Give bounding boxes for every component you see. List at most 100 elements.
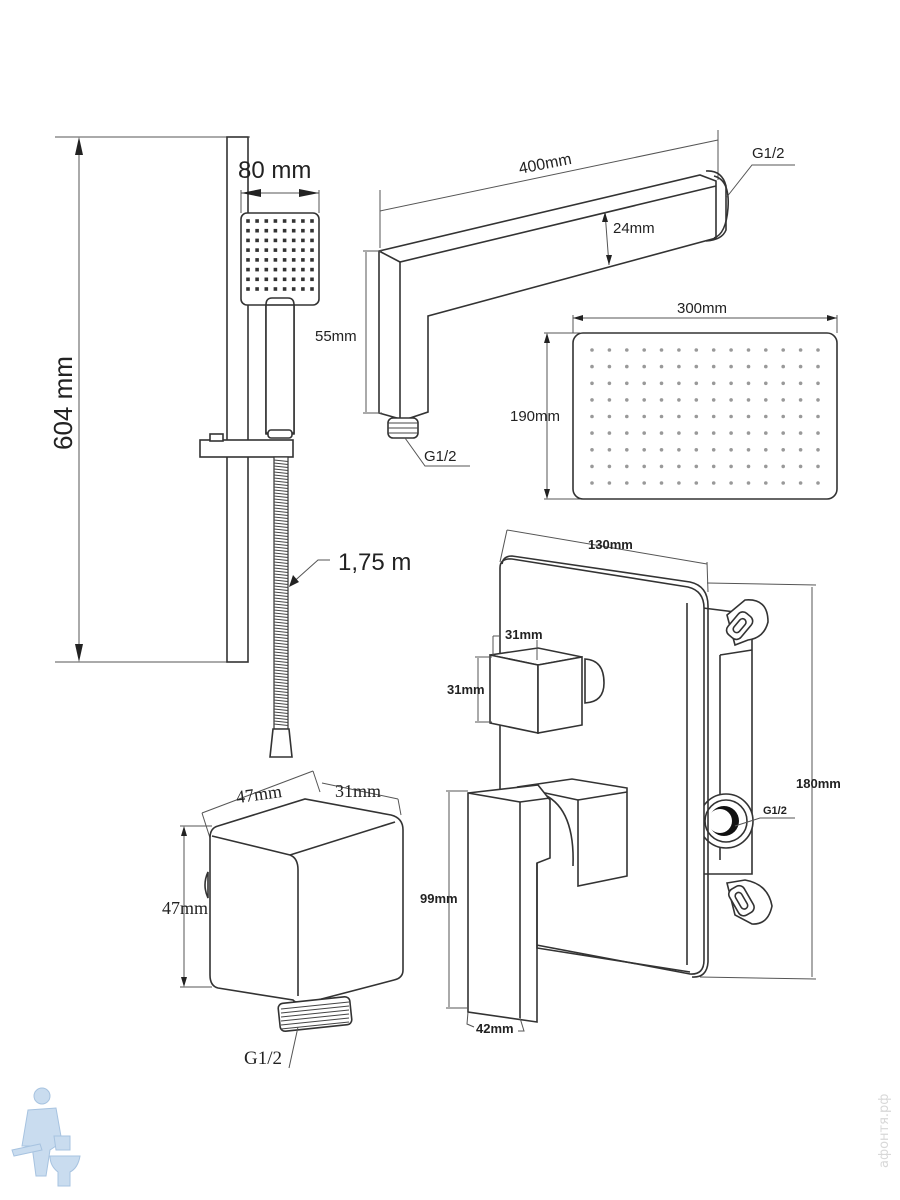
nozzle-dot (729, 414, 733, 419)
nozzle-dot (282, 228, 287, 233)
nozzle-dot (816, 464, 820, 469)
nozzle-dot (798, 448, 803, 452)
hose-ring (273, 501, 289, 504)
hose-ring (273, 633, 289, 636)
nozzle-dot (607, 414, 612, 419)
nozzle-dot (642, 448, 646, 452)
mixer-inlet-port (698, 793, 754, 849)
nozzle-dot (301, 267, 305, 272)
nozzle-dot (642, 464, 646, 469)
nozzle-dot (255, 267, 259, 272)
nozzle-dot (694, 364, 699, 369)
nozzle-dot (746, 381, 751, 386)
nozzle-dot (273, 267, 278, 272)
hose-ring (273, 546, 289, 549)
hose-ring (273, 621, 289, 624)
hose-ring (273, 630, 289, 633)
nozzle-dot (607, 464, 612, 469)
hose-ring (273, 645, 289, 648)
nozzle-dot (264, 219, 269, 223)
nozzle-dot (291, 267, 296, 272)
nozzle-dot (746, 348, 751, 352)
rain-head-height-label: 190mm (510, 408, 560, 425)
nozzle-dot (301, 219, 305, 223)
hose-ring (273, 678, 289, 681)
hose-ring (273, 600, 289, 603)
nozzle-dot (246, 277, 250, 282)
hose-ring (273, 483, 289, 486)
nozzle-dot (694, 481, 699, 485)
hose-ring (273, 576, 289, 579)
nozzle-dot (677, 481, 681, 485)
hose-ring (273, 666, 289, 669)
nozzle-dot (607, 348, 612, 352)
nozzle-dot (781, 414, 785, 419)
hose-ring (273, 708, 289, 711)
nozzle-dot (301, 228, 305, 233)
nozzle-dot (310, 228, 314, 233)
hose-ring (273, 522, 289, 525)
hand-shower-handle (265, 304, 295, 434)
hose-ring (273, 543, 289, 546)
plumber-mascot-logo (11, 1087, 81, 1187)
nozzle-dot (781, 464, 785, 469)
rain-shower-head: 300mm 190mm (510, 300, 838, 500)
mounting-lug-top (725, 599, 769, 647)
nozzle-dot (301, 287, 305, 291)
nozzle-dot (246, 267, 250, 272)
hose-ring (273, 642, 289, 645)
nozzle-dot (781, 348, 785, 352)
hose-ring (273, 558, 289, 561)
nozzle-dot (781, 431, 785, 435)
nozzle-dot (816, 448, 820, 452)
hose-ring (273, 675, 289, 678)
hose-ring (273, 474, 289, 477)
slider-holder (199, 439, 294, 458)
nozzle-dot (282, 258, 287, 262)
nozzle-dot (607, 364, 612, 369)
nozzle-dot (711, 481, 716, 485)
nozzle-dot (607, 481, 612, 485)
diverter-knob (489, 647, 605, 734)
nozzle-dot (291, 238, 296, 243)
hose-ring (273, 480, 289, 483)
hose-ring (273, 687, 289, 690)
hose-ring (273, 564, 289, 567)
nozzle-dot (310, 238, 314, 243)
nozzle-dot (816, 431, 820, 435)
nozzle-dot (781, 364, 785, 369)
nozzle-dot (677, 348, 681, 352)
hose-ring (273, 519, 289, 522)
nozzle-dot (711, 448, 716, 452)
outlet-width-label: 47mm (235, 781, 283, 807)
nozzle-dot (694, 431, 699, 435)
nozzle-dot (255, 258, 259, 262)
nozzle-dot (798, 398, 803, 402)
hose-length-callout: 1,75 m (289, 549, 411, 587)
nozzle-dot (746, 481, 751, 485)
hand-shower-head (240, 212, 320, 306)
plate-width-label: 130mm (588, 537, 633, 552)
outlet-height-label: 47mm (162, 898, 208, 918)
nozzle-dot (798, 481, 803, 485)
hose-ring (273, 603, 289, 606)
nozzle-dot (729, 364, 733, 369)
nozzle-dot (310, 277, 314, 282)
hose-ring (273, 510, 289, 513)
nozzle-dot (677, 431, 681, 435)
nozzle-dot (694, 464, 699, 469)
nozzle-dot (711, 414, 716, 419)
nozzle-dot (746, 431, 751, 435)
hose-ring (273, 504, 289, 507)
hose-ring (273, 615, 289, 618)
mounting-lug-bottom (726, 879, 773, 925)
outlet-thread (277, 996, 353, 1032)
nozzle-dot (798, 431, 803, 435)
nozzle-dot (711, 464, 716, 469)
hose-ring (273, 705, 289, 708)
nozzle-dot (764, 481, 768, 485)
hose-ring (273, 714, 289, 717)
nozzle-dot (711, 431, 716, 435)
hose-ring (273, 660, 289, 663)
hose-ring (273, 459, 289, 462)
